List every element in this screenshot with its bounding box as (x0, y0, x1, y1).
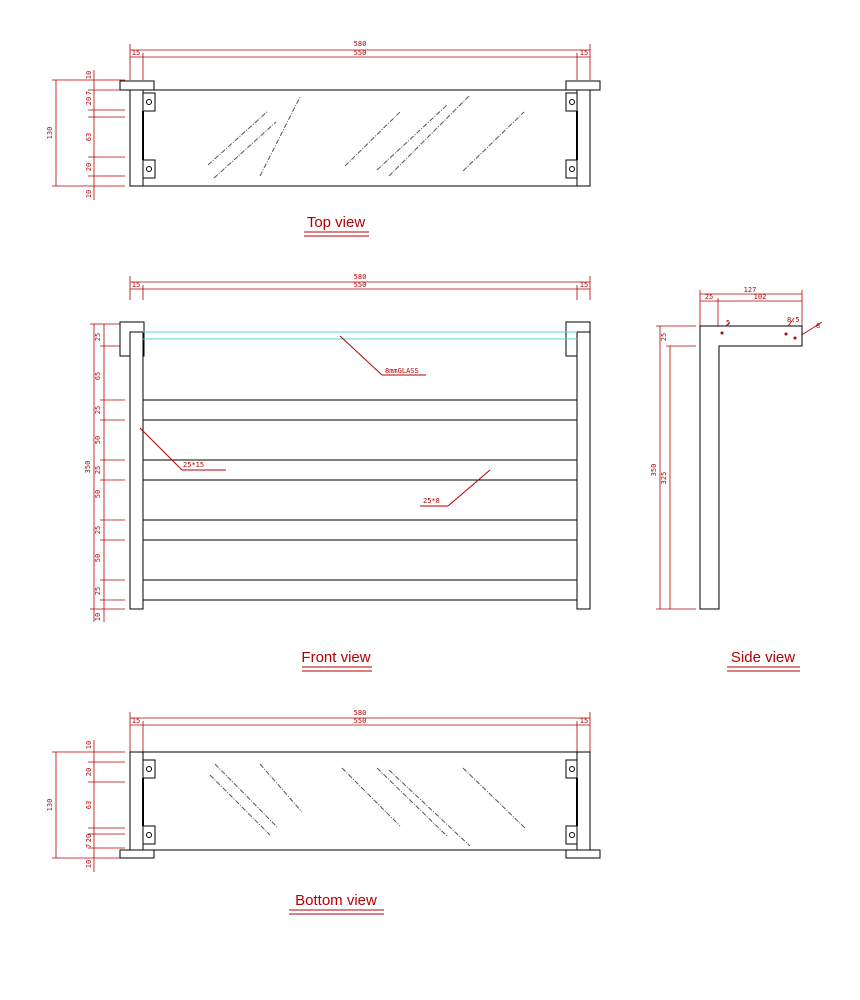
front-height-total: 350 (84, 461, 92, 474)
side-profile-outline (699, 325, 803, 610)
front-seg-3: 25 (94, 406, 102, 414)
callout-rail: 25*8 (423, 497, 440, 505)
side-hole-mark-2 (784, 332, 788, 336)
front-seg-2: 65 (94, 372, 102, 380)
front-view-height-dims (90, 323, 125, 622)
bottom-height-total: 130 (46, 799, 54, 812)
side-hole-mark-3 (793, 336, 797, 340)
side-height-top: 25 (660, 333, 668, 341)
front-seg-8: 50 (94, 554, 102, 562)
top-view-width-dims (129, 44, 591, 80)
front-view-outline (119, 321, 591, 610)
bottom-view-title: Bottom view (295, 892, 377, 909)
bottom-seg-1: 10 (85, 741, 93, 749)
top-seg-2: 20 (85, 97, 93, 105)
front-seg-10: 10 (94, 613, 102, 621)
front-inner-width: 550 (354, 281, 367, 289)
front-view-width-dims (129, 276, 591, 300)
top-view-outline (119, 80, 601, 187)
front-callout-leaders (139, 335, 491, 507)
front-right-edge: 15 (580, 281, 588, 289)
bottom-seg-5: 20 (85, 834, 93, 842)
top-seg-4: 63 (85, 133, 93, 141)
front-view-title: Front view (301, 649, 370, 666)
front-seg-9: 25 (94, 587, 102, 595)
top-view-height-dims (52, 70, 125, 200)
side-top-total: 127 (744, 286, 757, 294)
bottom-view: 580 550 15 15 130 10 20 63 7 20 10 (46, 709, 601, 915)
side-hole-1: 5 (726, 319, 730, 327)
callout-post: 25*15 (183, 461, 204, 469)
bottom-seg-6: 10 (85, 860, 93, 868)
front-seg-5: 25 (94, 466, 102, 474)
callout-glass: 8mmGLASS (385, 367, 419, 375)
front-glass-panel (143, 331, 577, 340)
front-left-edge: 15 (132, 281, 140, 289)
top-overall-width: 580 (354, 40, 367, 48)
side-top-left: 25 (705, 293, 713, 301)
bottom-view-height-dims (52, 740, 125, 872)
top-view: 580 550 15 15 130 10 20 7 63 20 10 (46, 40, 601, 237)
front-seg-4: 50 (94, 436, 102, 444)
bottom-view-width-dims (129, 712, 591, 752)
front-seg-6: 50 (94, 490, 102, 498)
top-seg-5: 20 (85, 163, 93, 171)
bottom-left-edge: 15 (132, 717, 140, 725)
top-inner-width: 550 (354, 49, 367, 57)
front-overall-width: 580 (354, 273, 367, 281)
front-seg-7: 25 (94, 526, 102, 534)
side-view-dims (656, 290, 823, 610)
side-view-title: Side view (731, 649, 795, 666)
top-height-total: 130 (46, 127, 54, 140)
bottom-overall-width: 580 (354, 709, 367, 717)
top-right-edge: 15 (580, 49, 588, 57)
bottom-seg-3: 63 (85, 801, 93, 809)
side-hole-2: 8.5 (787, 316, 800, 324)
bottom-view-outline (119, 751, 601, 859)
front-view: 580 550 15 15 350 25 65 25 50 25 50 25 5… (84, 273, 591, 672)
top-seg-1: 10 (85, 71, 93, 79)
side-height-inner: 325 (660, 472, 668, 485)
side-height-total: 350 (650, 464, 658, 477)
top-view-title: Top view (307, 214, 366, 231)
side-hole-mark-1 (720, 331, 724, 335)
front-seg-1: 25 (94, 333, 102, 341)
bottom-seg-4: 7 (85, 844, 93, 848)
side-hole-3: 8 (816, 322, 820, 330)
bottom-glass-reflections (209, 763, 526, 847)
bottom-inner-width: 550 (354, 717, 367, 725)
top-seg-3: 7 (85, 91, 93, 95)
side-view: 127 25 102 350 325 25 5 8.5 8 Side view (650, 286, 823, 672)
bottom-right-edge: 15 (580, 717, 588, 725)
top-seg-6: 10 (85, 190, 93, 198)
bottom-seg-2: 20 (85, 768, 93, 776)
top-left-edge: 15 (132, 49, 140, 57)
top-glass-reflections (207, 95, 525, 179)
side-top-right: 102 (754, 293, 767, 301)
